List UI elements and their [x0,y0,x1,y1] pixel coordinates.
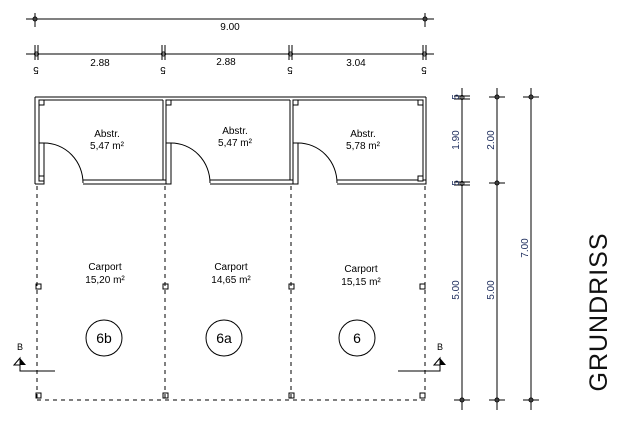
section-marker-right: B [398,342,446,372]
carport-name: Carport [344,264,378,275]
unit-numbers: 6b 6a 6 [85,319,376,357]
section-marker-left: B [12,342,55,372]
carport-outline [36,186,426,401]
carport-name: Carport [88,262,122,273]
storage-walls [34,96,427,185]
room-area: 5,78 m² [346,141,381,152]
room-area: 5,47 m² [90,141,125,152]
dim-label: 2.00 [486,130,497,150]
dim-label: 5.00 [486,280,497,300]
dim-label: 5 [451,94,462,100]
wall-mark: 5 [160,64,166,75]
carport-name: Carport [214,262,248,273]
dim-label: 5 [451,180,462,186]
carport-area: 15,15 m² [341,277,381,288]
room-name: Abstr. [350,129,376,140]
unit-number: 6b [96,330,112,346]
door-swings [43,142,338,184]
segment-dimensions: 2.88 2.88 3.04 5 5 5 5 [26,45,434,75]
wall-mark: 5 [421,64,427,75]
unit-number: 6 [353,330,361,346]
segment-label: 2.88 [90,58,110,69]
dim-label: 1.90 [451,130,462,150]
unit-number: 6a [216,330,232,346]
segment-label: 3.04 [346,58,366,69]
room-name: Abstr. [94,129,120,140]
segment-label: 2.88 [216,57,236,68]
svg-text:B: B [437,342,443,352]
vertical-dimensions [454,88,539,410]
vertical-dimension-labels: 5 1.90 5 5.00 2.00 5.00 7.00 [451,94,531,300]
drawing-title: GRUNDRISS [585,232,613,391]
room-name: Abstr. [222,126,248,137]
overall-width-label: 9.00 [220,22,240,33]
svg-text:B: B [17,342,23,352]
dim-label: 7.00 [520,238,531,258]
dim-label: 5.00 [451,280,462,300]
room-labels: Abstr. 5,47 m² Abstr. 5,47 m² Abstr. 5,7… [85,126,381,288]
carport-area: 15,20 m² [85,275,125,286]
wall-mark: 5 [287,64,293,75]
carport-area: 14,65 m² [211,275,251,286]
wall-mark: 5 [33,64,39,75]
room-area: 5,47 m² [218,138,253,149]
overall-dimension: 9.00 [26,13,434,33]
